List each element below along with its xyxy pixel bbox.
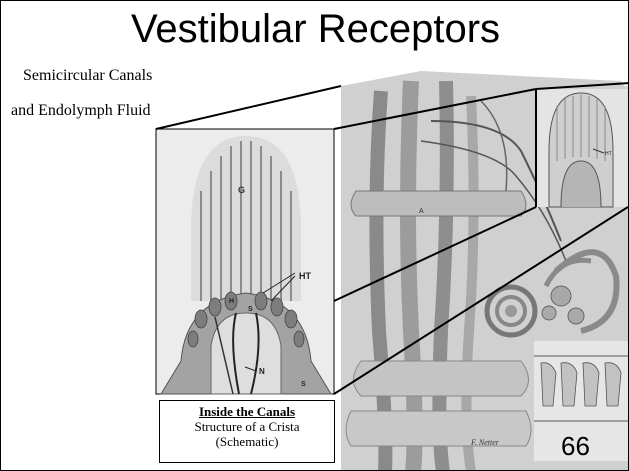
label-h: H: [229, 298, 234, 305]
subtitle-line-2: and Endolymph Fluid: [11, 102, 151, 120]
label-s-lower: S: [301, 381, 306, 388]
artist-signature: F. Netter: [470, 438, 500, 447]
label-ht: HT: [299, 271, 311, 281]
inset-crista-small: HT: [536, 89, 628, 207]
label-g: G: [238, 185, 245, 195]
label-n: N: [259, 367, 265, 376]
label-a: A: [419, 208, 424, 215]
caption-line-2: (Schematic): [160, 434, 334, 449]
caption-line-1: Structure of a Crista: [160, 419, 334, 434]
figure-caption: Inside the Canals Structure of a Crista …: [159, 400, 335, 463]
subtitle-line-1: Semicircular Canals: [23, 67, 152, 85]
inset-label-ht: HT: [605, 151, 612, 157]
slide-title: Vestibular Receptors: [1, 7, 629, 52]
label-s: S: [248, 306, 253, 313]
crista-diagram: G HT H S N S: [156, 129, 334, 394]
page-number: 66: [561, 431, 590, 462]
caption-heading: Inside the Canals: [160, 404, 334, 419]
